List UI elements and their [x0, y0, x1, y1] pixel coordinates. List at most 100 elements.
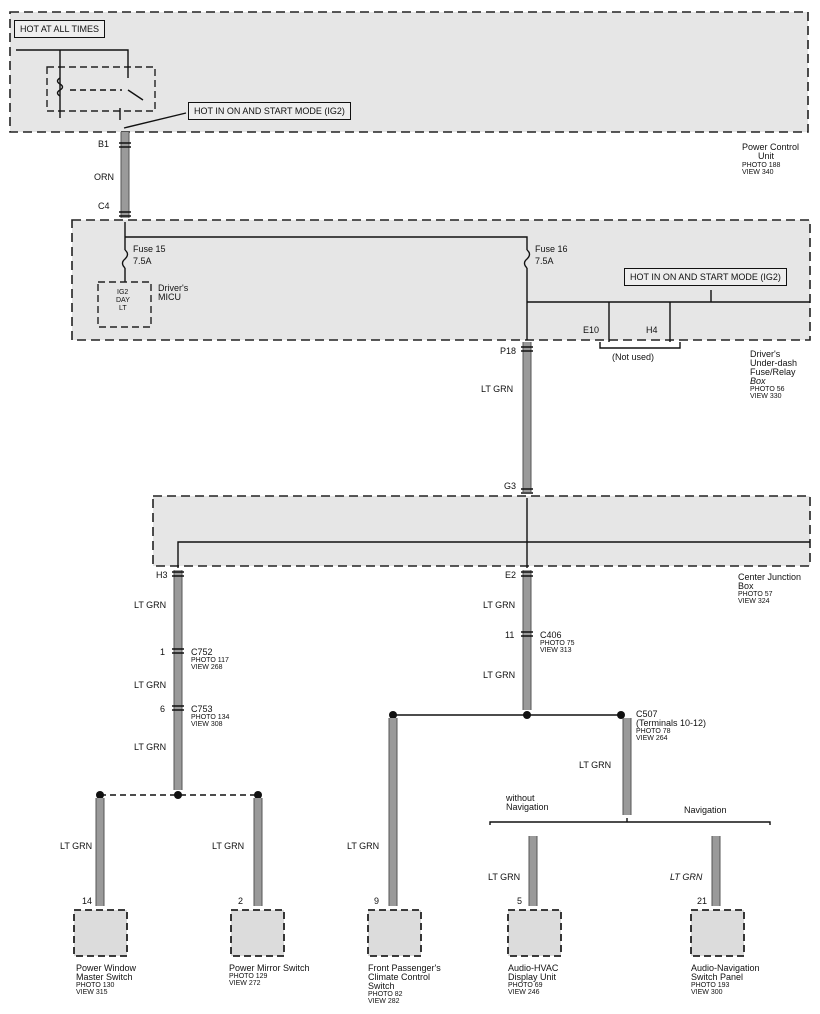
ig2-day-lt-box: [97, 281, 152, 328]
c406-pin: 11: [505, 630, 515, 640]
fusebox-view: VIEW 330: [750, 393, 782, 400]
fusebox-l4: Box: [750, 376, 766, 386]
component-box-audio-nav: [690, 909, 745, 957]
c752-name: C752: [191, 647, 213, 657]
comp3-l1: Front Passenger's: [368, 963, 441, 973]
comp5-l1: Audio-Navigation: [691, 963, 760, 973]
comp3-pin: 9: [374, 896, 380, 906]
comp5-pin: 21: [697, 896, 708, 906]
fuse15-label: Fuse 15: [133, 244, 166, 254]
branch-with: Navigation: [684, 805, 727, 815]
connector-c4: C4: [98, 201, 110, 211]
c753-view: VIEW 308: [191, 721, 223, 728]
fusebox-photo: PHOTO 56: [750, 386, 785, 393]
power-control-unit-region: [9, 11, 809, 133]
relay-box: [46, 66, 156, 112]
component-box-climate-control: [367, 909, 422, 957]
wire-ltgrn-comp3: LT GRN: [347, 841, 380, 851]
comp5-view: VIEW 300: [691, 989, 723, 996]
cjb-l2: Box: [738, 581, 754, 591]
comp3-photo: PHOTO 82: [368, 991, 403, 998]
micu-lt: LT: [119, 305, 127, 312]
c753-photo: PHOTO 134: [191, 714, 230, 721]
cjb-view: VIEW 324: [738, 598, 770, 605]
micu-name2: MICU: [158, 292, 181, 302]
connector-p18: P18: [500, 346, 517, 356]
hot-at-all-times-label: HOT AT ALL TIMES: [14, 20, 106, 38]
pcu-name1: Power Control: [742, 142, 800, 152]
wire-ltgrn-comp1: LT GRN: [60, 841, 93, 851]
comp1-view: VIEW 315: [76, 989, 108, 996]
wire-ltgrn-comp2: LT GRN: [212, 841, 245, 851]
pcu-view: VIEW 340: [742, 169, 774, 176]
comp4-l2: Display Unit: [508, 972, 557, 982]
c507-terminals: (Terminals 10-12): [636, 718, 707, 728]
comp4-photo: PHOTO 69: [508, 982, 543, 989]
cjb-l1: Center Junction: [738, 572, 802, 582]
comp5-photo: PHOTO 193: [691, 982, 730, 989]
component-box-power-window: [73, 909, 128, 957]
comp3-l2: Climate Control: [368, 972, 431, 982]
c507-name: C507: [636, 709, 658, 719]
comp2-l1: Power Mirror Switch: [229, 963, 310, 973]
branch-without1: without: [506, 793, 535, 803]
cjb-photo: PHOTO 57: [738, 591, 773, 598]
comp2-pin: 2: [238, 896, 244, 906]
fuse15-amp: 7.5A: [133, 256, 152, 266]
pcu-photo: PHOTO 188: [742, 162, 781, 169]
comp1-l2: Master Switch: [76, 972, 133, 982]
hot-ig2-fuse-label: HOT IN ON AND START MODE (IG2): [624, 268, 787, 286]
c753-pin: 6: [160, 704, 166, 714]
c406-name: C406: [540, 630, 562, 640]
wire-ltgrn-h3: LT GRN: [134, 600, 167, 610]
comp5-l2: Switch Panel: [691, 972, 744, 982]
component-box-audio-hvac: [507, 909, 562, 957]
wire-orn: ORN: [94, 172, 114, 182]
connector-marks: [119, 142, 533, 711]
wire-ltgrn-comp5: LT GRN: [670, 872, 703, 882]
c753-name: C753: [191, 704, 213, 714]
c406-view: VIEW 313: [540, 647, 572, 654]
comp1-pin: 14: [82, 896, 93, 906]
comp1-photo: PHOTO 130: [76, 982, 115, 989]
fuse16-label: Fuse 16: [535, 244, 568, 254]
c752-pin: 1: [160, 647, 166, 657]
c507-view: VIEW 264: [636, 735, 668, 742]
comp4-l1: Audio-HVAC: [508, 963, 559, 973]
c406-photo: PHOTO 75: [540, 640, 575, 647]
not-used-label: (Not used): [612, 352, 655, 362]
comp2-photo: PHOTO 129: [229, 973, 268, 980]
connector-h3: H3: [156, 570, 168, 580]
connector-b1: B1: [98, 139, 110, 149]
wire-ltgrn-c752: LT GRN: [134, 680, 167, 690]
wire-ltgrn-p18: LT GRN: [481, 384, 514, 394]
comp1-l1: Power Window: [76, 963, 137, 973]
hot-ig2-top-label: HOT IN ON AND START MODE (IG2): [188, 102, 351, 120]
connector-h4: H4: [646, 325, 658, 335]
branch-without2: Navigation: [506, 802, 549, 812]
micu-ig2: IG2: [117, 289, 129, 296]
micu-day: DAY: [116, 297, 130, 304]
comp3-view: VIEW 282: [368, 998, 400, 1005]
wire-ltgrn-comp4: LT GRN: [488, 872, 521, 882]
c752-photo: PHOTO 117: [191, 657, 229, 664]
wire-ltgrn-c753: LT GRN: [134, 742, 167, 752]
fusebox-l2: Under-dash: [750, 358, 798, 368]
connector-g3: G3: [504, 481, 517, 491]
comp4-pin: 5: [517, 896, 523, 906]
fusebox-l3: Fuse/Relay: [750, 367, 796, 377]
c752-view: VIEW 268: [191, 664, 223, 671]
c507-photo: PHOTO 78: [636, 728, 671, 735]
connector-e10: E10: [583, 325, 600, 335]
comp4-view: VIEW 246: [508, 989, 540, 996]
micu-name1: Driver's: [158, 283, 189, 293]
wire-ltgrn-e2: LT GRN: [483, 600, 516, 610]
center-junction-box-region: [152, 495, 811, 567]
wire-ltgrn-c507: LT GRN: [579, 760, 612, 770]
wire-ltgrn-c406: LT GRN: [483, 670, 516, 680]
pcu-name2: Unit: [758, 151, 775, 161]
fusebox-l1: Driver's: [750, 349, 781, 359]
component-box-power-mirror: [230, 909, 285, 957]
comp3-l3: Switch: [368, 981, 395, 991]
